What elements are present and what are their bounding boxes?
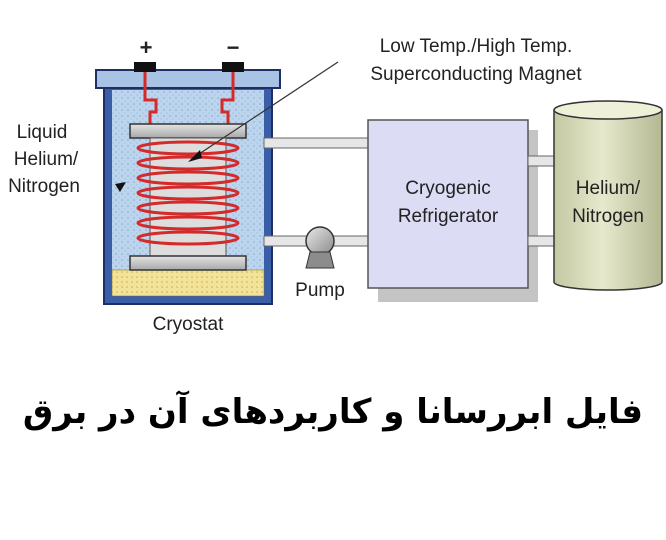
helium-nitrogen-tank bbox=[553, 109, 663, 291]
negative-terminal bbox=[222, 62, 244, 72]
superconducting-coil bbox=[136, 140, 240, 246]
liquid-label-line3: Nitrogen bbox=[8, 176, 80, 197]
negative-terminal-label: − bbox=[227, 35, 240, 60]
negative-lead-wire bbox=[220, 72, 235, 126]
positive-terminal-label: + bbox=[140, 35, 153, 60]
refrigerator-label-line1: Cryogenic bbox=[405, 178, 491, 199]
superconducting-magnet-system-diagram: + − Low Temp./High Temp. Supercond bbox=[8, 35, 663, 335]
cryogenic-refrigerator bbox=[367, 119, 529, 289]
pump-icon bbox=[305, 226, 335, 256]
magnet-bottom-plate bbox=[129, 255, 247, 271]
page-title: فایل ابررسانا و کاربردهای آن در برق bbox=[22, 392, 644, 432]
positive-lead-wire bbox=[143, 72, 158, 126]
pump-base bbox=[305, 251, 335, 269]
liquid-label-line1: Liquid bbox=[17, 122, 68, 143]
positive-terminal bbox=[134, 62, 156, 72]
cryostat-label: Cryostat bbox=[153, 314, 224, 335]
return-pipe bbox=[263, 137, 369, 149]
magnet-pointer-arrow bbox=[188, 150, 202, 162]
liquid-pointer-arrow bbox=[115, 182, 126, 192]
insulation-base bbox=[111, 269, 265, 297]
refrigerator-label-line2: Refrigerator bbox=[398, 206, 499, 227]
magnet-label-line2: Superconducting Magnet bbox=[370, 64, 582, 85]
cryostat-lid bbox=[95, 69, 281, 89]
tank-pipe-upper bbox=[527, 155, 555, 167]
tank-label-line1: Helium/ bbox=[576, 178, 641, 199]
tank-pipe-lower bbox=[527, 235, 555, 247]
pump-label: Pump bbox=[295, 280, 345, 301]
tank-top bbox=[553, 100, 663, 120]
liquid-label-line2: Helium/ bbox=[14, 149, 79, 170]
magnet-label-line1: Low Temp./High Temp. bbox=[380, 36, 573, 57]
magnet-pointer-line bbox=[195, 61, 339, 157]
tank-label-line2: Nitrogen bbox=[572, 206, 644, 227]
magnet-top-plate bbox=[129, 123, 247, 139]
